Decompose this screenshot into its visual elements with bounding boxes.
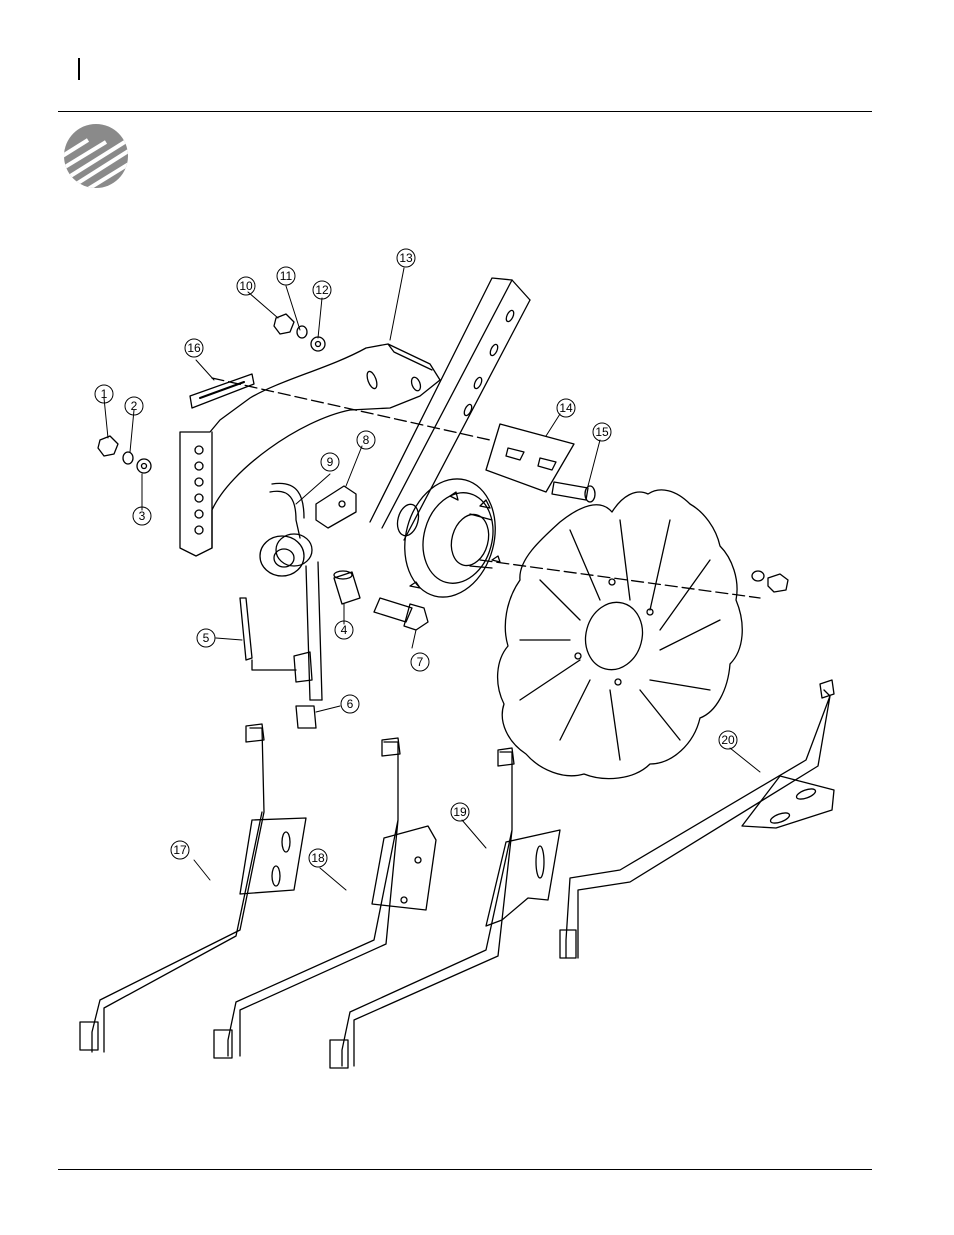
seed-tube-17 bbox=[80, 724, 306, 1052]
seed-tube-20 bbox=[560, 680, 834, 958]
callout-1: 1 bbox=[95, 385, 113, 403]
svg-text:8: 8 bbox=[363, 433, 370, 447]
plate-part bbox=[486, 424, 574, 492]
svg-text:13: 13 bbox=[399, 251, 413, 265]
seed-tube-18 bbox=[214, 738, 436, 1058]
callout-17: 17 bbox=[171, 841, 189, 859]
callout-6: 6 bbox=[341, 695, 359, 713]
mounting-bracket bbox=[180, 344, 440, 556]
svg-text:5: 5 bbox=[203, 631, 210, 645]
svg-text:2: 2 bbox=[131, 399, 138, 413]
callout-2: 2 bbox=[125, 397, 143, 415]
svg-text:9: 9 bbox=[327, 455, 334, 469]
svg-text:19: 19 bbox=[453, 805, 467, 819]
hex-bolt bbox=[374, 598, 428, 630]
svg-text:15: 15 bbox=[595, 425, 609, 439]
svg-text:6: 6 bbox=[347, 697, 354, 711]
pin-and-coupling bbox=[240, 598, 316, 728]
svg-text:17: 17 bbox=[173, 843, 187, 857]
bolt-centerline bbox=[212, 378, 490, 440]
top-fasteners bbox=[274, 314, 325, 351]
callout-12: 12 bbox=[313, 281, 331, 299]
seed-tube-19 bbox=[330, 748, 560, 1068]
callout-5: 5 bbox=[197, 629, 215, 647]
callout-20: 20 bbox=[719, 731, 737, 749]
callout-labels: 1 2 3 4 5 6 7 8 9 10 11 12 13 14 15 16 1… bbox=[95, 249, 737, 867]
svg-text:20: 20 bbox=[721, 733, 735, 747]
svg-text:7: 7 bbox=[417, 655, 424, 669]
spring-clip bbox=[316, 486, 356, 528]
spacer-bushing bbox=[334, 571, 360, 604]
svg-text:14: 14 bbox=[559, 401, 573, 415]
right-nut-washer bbox=[752, 571, 788, 592]
callout-19: 19 bbox=[451, 803, 469, 821]
callout-9: 9 bbox=[321, 453, 339, 471]
callout-7: 7 bbox=[411, 653, 429, 671]
callout-14: 14 bbox=[557, 399, 575, 417]
callout-18: 18 bbox=[309, 849, 327, 867]
callout-3: 3 bbox=[133, 507, 151, 525]
leader-lines bbox=[104, 268, 760, 890]
callout-11: 11 bbox=[277, 267, 295, 285]
svg-text:12: 12 bbox=[315, 283, 329, 297]
callout-13: 13 bbox=[397, 249, 415, 267]
callout-8: 8 bbox=[357, 431, 375, 449]
svg-text:3: 3 bbox=[139, 509, 146, 523]
svg-text:18: 18 bbox=[311, 851, 325, 865]
svg-text:4: 4 bbox=[341, 623, 348, 637]
svg-text:11: 11 bbox=[280, 269, 293, 283]
svg-text:10: 10 bbox=[239, 279, 253, 293]
svg-text:16: 16 bbox=[187, 341, 201, 355]
callout-15: 15 bbox=[593, 423, 611, 441]
hub-assembly bbox=[392, 469, 508, 608]
left-fasteners bbox=[98, 436, 151, 473]
svg-text:1: 1 bbox=[101, 387, 108, 401]
callout-16: 16 bbox=[185, 339, 203, 357]
axle-centerline bbox=[480, 560, 760, 598]
callout-4: 4 bbox=[335, 621, 353, 639]
torsion-spring bbox=[260, 483, 322, 700]
callout-10: 10 bbox=[237, 277, 255, 295]
notched-disc bbox=[498, 490, 743, 779]
